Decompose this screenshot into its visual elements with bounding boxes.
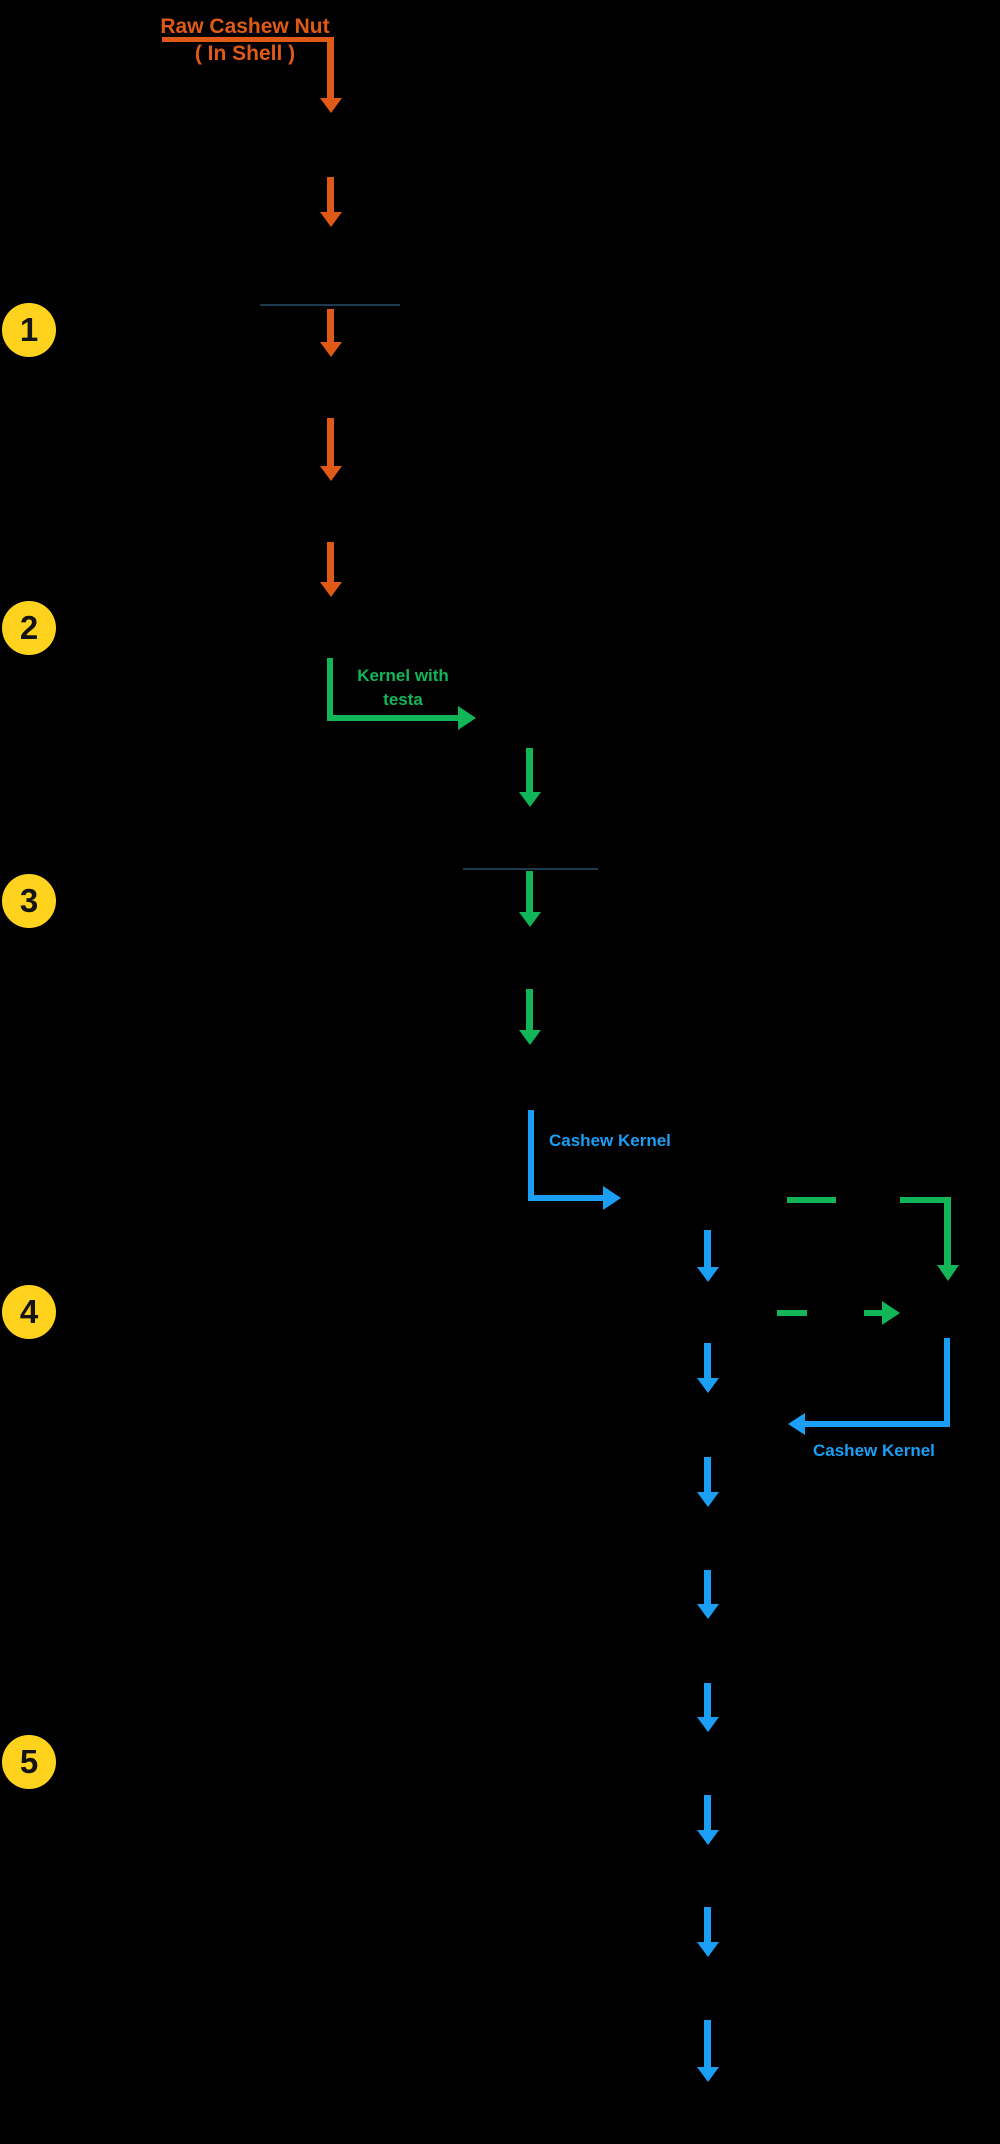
blue-arrow-6 <box>704 1795 711 1830</box>
blue-arrow-1 <box>704 1230 711 1267</box>
green-arrow-1 <box>526 748 533 792</box>
return-elbow-horizontal <box>805 1421 950 1427</box>
blue-arrow-7 <box>704 1907 711 1942</box>
kernel-testa-elbow-horizontal <box>327 715 458 721</box>
blue-arrow-5 <box>704 1683 711 1717</box>
kernel-testa-elbow-vertical <box>327 658 333 718</box>
step-badge-3: 3 <box>2 874 56 928</box>
blue-arrow-2 <box>704 1343 711 1378</box>
orange-arrow-5 <box>327 542 334 582</box>
step-badge-2: 2 <box>2 601 56 655</box>
step-number-3: 3 <box>19 882 39 919</box>
orange-arrow-2 <box>327 177 334 212</box>
cashew-kernel-arrowhead-icon <box>603 1186 621 1210</box>
source-label: Raw Cashew Nut ( In Shell ) <box>143 13 347 67</box>
step-number-4: 4 <box>19 1293 39 1330</box>
step-badge-5: 5 <box>2 1735 56 1789</box>
orange-arrow-1 <box>327 41 334 98</box>
cashew-kernel-elbow-vertical <box>528 1110 534 1201</box>
cashew-kernel-label-1: Cashew Kernel <box>549 1131 671 1150</box>
loop-top-line-segment-1 <box>787 1197 836 1203</box>
kernel-with-testa-line2: testa <box>383 690 423 709</box>
orange-arrow-3 <box>327 309 334 342</box>
return-arrowhead-icon <box>788 1413 805 1435</box>
step-number-5: 5 <box>19 1743 39 1780</box>
green-arrow-3 <box>526 989 533 1030</box>
source-label-line1: Raw Cashew Nut <box>160 15 330 38</box>
green-arrow-2 <box>526 871 533 912</box>
kernel-with-testa-label: Kernel with testa <box>330 664 476 712</box>
loop-top-line-segment-2 <box>900 1197 948 1203</box>
cashew-kernel-elbow-horizontal <box>528 1195 603 1201</box>
loop-down-arrowhead-icon <box>937 1265 959 1281</box>
loop-down-line <box>944 1197 951 1265</box>
source-connector-line <box>162 37 334 42</box>
hidden-box-edge-2 <box>463 868 598 870</box>
step-badge-1: 1 <box>2 303 56 357</box>
orange-arrow-4 <box>327 418 334 466</box>
kernel-testa-arrowhead-icon <box>458 706 476 730</box>
source-label-line2: ( In Shell ) <box>194 42 296 65</box>
loop-mid-arrowhead-icon <box>882 1301 900 1325</box>
return-elbow-vertical <box>944 1338 950 1426</box>
step-badge-4: 4 <box>2 1285 56 1339</box>
cashew-kernel-label-2: Cashew Kernel <box>813 1441 935 1460</box>
blue-arrow-3 <box>704 1457 711 1492</box>
step-number-1: 1 <box>19 311 39 348</box>
loop-mid-line-segment-2 <box>864 1310 882 1316</box>
hidden-box-edge-1 <box>260 304 400 306</box>
step-number-2: 2 <box>19 609 39 646</box>
loop-mid-line-segment-1 <box>777 1310 807 1316</box>
blue-arrow-8 <box>704 2020 711 2067</box>
blue-arrow-4 <box>704 1570 711 1604</box>
kernel-with-testa-line1: Kernel with <box>357 666 449 685</box>
